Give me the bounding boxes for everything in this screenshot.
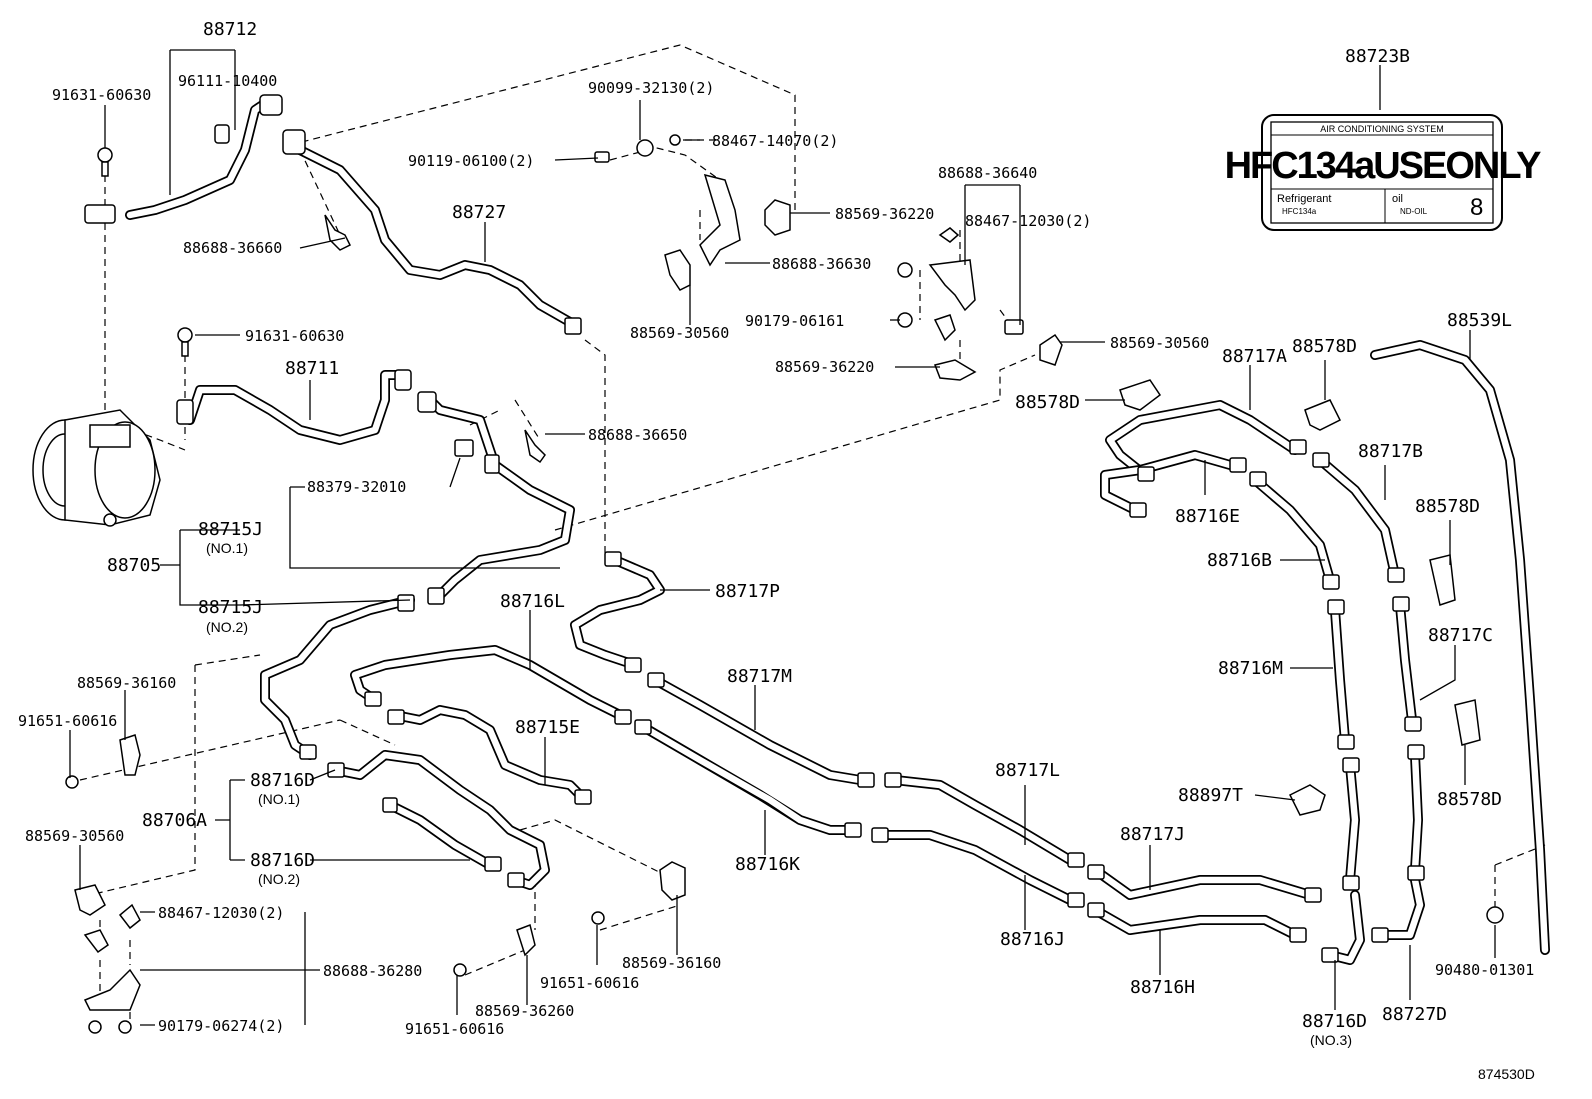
label-88716D-no3-sub: (NO.3) bbox=[1310, 1032, 1352, 1048]
label-88715J-no1: 88715J bbox=[198, 519, 263, 540]
label-90119-06100: 90119-06100(2) bbox=[408, 152, 534, 170]
label-88727D: 88727D bbox=[1382, 1004, 1447, 1025]
label-96111-10400: 96111-10400 bbox=[178, 72, 277, 90]
label-88716D-no2-sub: (NO.2) bbox=[258, 871, 300, 887]
sticker-refrigerant-sub: HFC134a bbox=[1282, 207, 1317, 216]
label-88716H: 88716H bbox=[1130, 977, 1195, 998]
label-88717J: 88717J bbox=[1120, 824, 1185, 845]
label-88715J-no1-sub: (NO.1) bbox=[206, 540, 248, 556]
label-88467-12030-top: 88467-12030(2) bbox=[965, 212, 1091, 230]
label-88578D-left: 88578D bbox=[1015, 392, 1080, 413]
label-88569-30560-mid: 88569-30560 bbox=[1110, 334, 1209, 352]
label-88717M: 88717M bbox=[727, 666, 792, 687]
label-88578D-top: 88578D bbox=[1292, 336, 1357, 357]
label-88688-36630: 88688-36630 bbox=[772, 255, 871, 273]
label-88716K: 88716K bbox=[735, 854, 800, 875]
leader-lines bbox=[69, 49, 1496, 1026]
label-90480-01301: 90480-01301 bbox=[1435, 961, 1534, 979]
label-88716L: 88716L bbox=[500, 591, 565, 612]
label-88569-36260: 88569-36260 bbox=[475, 1002, 574, 1020]
label-88467-12030-left: 88467-12030(2) bbox=[158, 904, 284, 922]
label-90099-32130: 90099-32130(2) bbox=[588, 79, 714, 97]
label-88569-30560-top: 88569-30560 bbox=[630, 324, 729, 342]
label-88569-30560-left: 88569-30560 bbox=[25, 827, 124, 845]
label-88716B: 88716B bbox=[1207, 550, 1272, 571]
label-88717A: 88717A bbox=[1222, 346, 1287, 367]
label-88723B: 88723B bbox=[1345, 46, 1410, 67]
label-91631-60630-mid: 91631-60630 bbox=[245, 327, 344, 345]
label-88717C: 88717C bbox=[1428, 625, 1493, 646]
label-88716J: 88716J bbox=[1000, 929, 1065, 950]
label-88716D-no1-sub: (NO.1) bbox=[258, 791, 300, 807]
label-88578D-bottom: 88578D bbox=[1437, 789, 1502, 810]
hardware bbox=[65, 124, 1504, 1034]
part-number-labels: 88712 96111-10400 91631-60630 88688-3666… bbox=[18, 19, 1535, 1082]
fittings bbox=[84, 94, 1425, 963]
label-91651-60616-bottom: 91651-60616 bbox=[405, 1020, 504, 1038]
sticker-system-text: AIR CONDITIONING SYSTEM bbox=[1320, 124, 1444, 134]
label-91631-60630-top: 91631-60630 bbox=[52, 86, 151, 104]
label-88717L: 88717L bbox=[995, 760, 1060, 781]
label-88688-36280: 88688-36280 bbox=[323, 962, 422, 980]
label-88727: 88727 bbox=[452, 202, 506, 223]
label-88578D-right: 88578D bbox=[1415, 496, 1480, 517]
label-88897T: 88897T bbox=[1178, 785, 1243, 806]
label-88716D-no2: 88716D bbox=[250, 850, 315, 871]
sticker-oil-number: 8 bbox=[1470, 194, 1483, 221]
label-88539L: 88539L bbox=[1447, 310, 1512, 331]
label-88569-36160-left: 88569-36160 bbox=[77, 674, 176, 692]
sticker-refrigerant-text: Refrigerant bbox=[1277, 193, 1331, 205]
sticker-oil-text: oil bbox=[1392, 193, 1403, 205]
label-88716D-no3: 88716D bbox=[1302, 1011, 1367, 1032]
label-88379-32010: 88379-32010 bbox=[307, 478, 406, 496]
label-90179-06161: 90179-06161 bbox=[745, 312, 844, 330]
label-88715J-no2: 88715J bbox=[198, 597, 263, 618]
label-88712: 88712 bbox=[203, 19, 257, 40]
compressor-illustration bbox=[32, 409, 161, 527]
label-88688-36640: 88688-36640 bbox=[938, 164, 1037, 182]
label-88705: 88705 bbox=[107, 555, 161, 576]
label-88716D-no1: 88716D bbox=[250, 770, 315, 791]
label-88467-14070: 88467-14070(2) bbox=[712, 132, 838, 150]
label-88688-36650: 88688-36650 bbox=[588, 426, 687, 444]
pipes bbox=[125, 95, 1550, 965]
label-91651-60616-mid: 91651-60616 bbox=[540, 974, 639, 992]
label-88569-36160-right: 88569-36160 bbox=[622, 954, 721, 972]
label-88569-36220-mid: 88569-36220 bbox=[775, 358, 874, 376]
label-88688-36660: 88688-36660 bbox=[183, 239, 282, 257]
label-90179-06274: 90179-06274(2) bbox=[158, 1017, 284, 1035]
dashed-reference-lines bbox=[79, 44, 1546, 1025]
label-88706A: 88706A bbox=[142, 810, 207, 831]
label-88569-36220-top: 88569-36220 bbox=[835, 205, 934, 223]
sticker-oil-sub: ND-OIL bbox=[1400, 207, 1428, 216]
refrigerant-label-sticker: AIR CONDITIONING SYSTEM HFC134aUSEONLY R… bbox=[1225, 114, 1543, 231]
sticker-main-text: HFC134aUSEONLY bbox=[1225, 145, 1541, 187]
label-88717P: 88717P bbox=[715, 581, 780, 602]
label-88716E: 88716E bbox=[1175, 506, 1240, 527]
label-88711: 88711 bbox=[285, 358, 339, 379]
label-88715E: 88715E bbox=[515, 717, 580, 738]
label-88715J-no2-sub: (NO.2) bbox=[206, 619, 248, 635]
label-88716M: 88716M bbox=[1218, 658, 1283, 679]
label-88717B: 88717B bbox=[1358, 441, 1423, 462]
label-91651-60616-left: 91651-60616 bbox=[18, 712, 117, 730]
figure-id: 874530D bbox=[1478, 1066, 1535, 1082]
